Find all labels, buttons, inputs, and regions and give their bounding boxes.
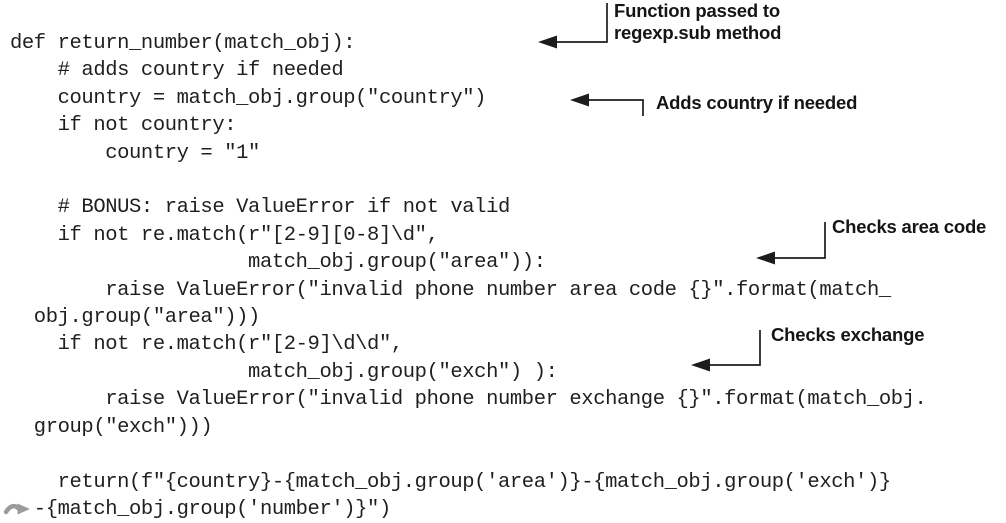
annotation-function-passed: Function passed to regexp.sub method (614, 0, 782, 43)
line-continuation-arrow-icon (3, 503, 30, 515)
annotation-adds-country: Adds country if needed (656, 92, 858, 113)
code-listing: def return_number(match_obj): # adds cou… (10, 32, 927, 521)
annotation-checks-exchange: Checks exchange (771, 324, 925, 345)
annotation-checks-area-code: Checks area code (832, 216, 987, 237)
